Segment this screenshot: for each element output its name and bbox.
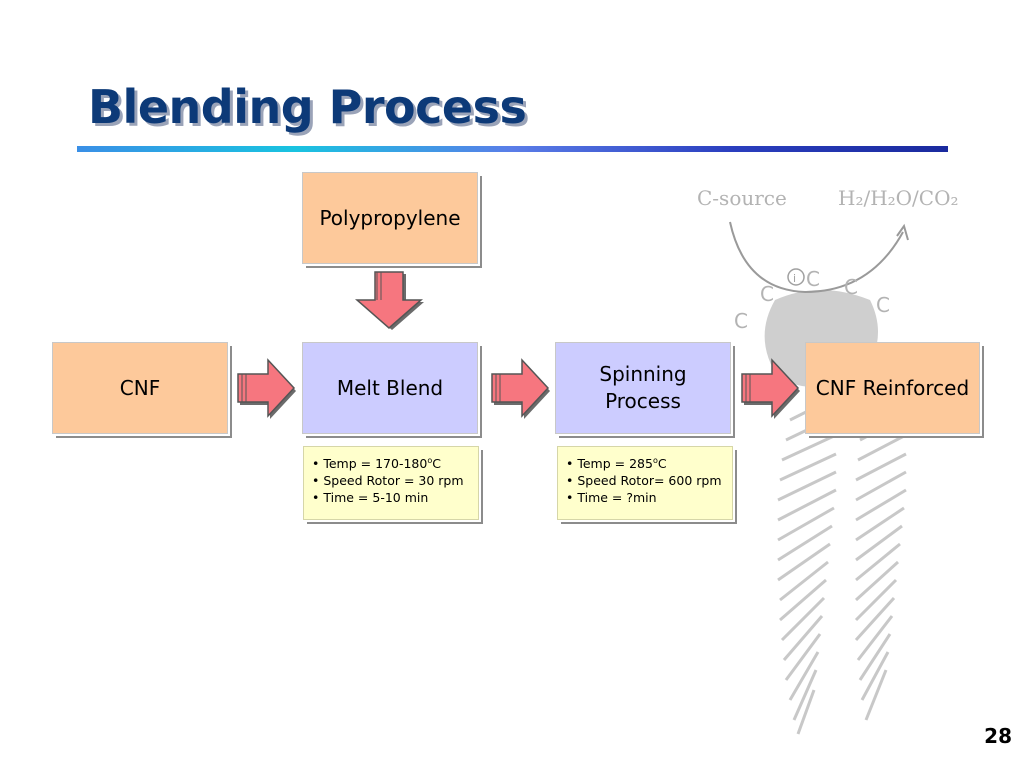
spinning-label-line1: Spinning (599, 362, 687, 386)
spinning-process-box: Spinning Process (555, 342, 731, 434)
param-item: • Speed Rotor = 30 rpm (312, 473, 464, 489)
right-arrow-icon (741, 358, 800, 419)
down-arrow-icon (355, 271, 424, 330)
carbon-atom-label: C (844, 275, 858, 299)
slide-title: Blending Process (88, 80, 527, 134)
param-item: • Time = 5-10 min (312, 490, 429, 506)
right-arrow-icon (237, 358, 296, 419)
carbon-atom-label: C (734, 309, 748, 333)
fiber-right (854, 398, 907, 721)
cnf-reinforced-label: CNF Reinforced (815, 375, 970, 400)
surface-site-marker (787, 268, 805, 286)
title-underline (77, 146, 948, 152)
cnf-label: CNF (119, 375, 161, 400)
c-source-label: C-source (697, 186, 787, 210)
carbon-atom-label: C (760, 282, 774, 306)
melt-blend-label: Melt Blend (336, 375, 444, 400)
param-item: • Temp = 170-180oC (312, 456, 441, 472)
carbon-atom-label: C (806, 267, 820, 291)
page-number: 28 (984, 724, 1012, 748)
param-item: • Temp = 285oC (566, 456, 667, 472)
fiber-left (777, 398, 837, 735)
reaction-arrow-head (896, 223, 909, 241)
reaction-arc (729, 221, 904, 294)
param-item: • Time = ?min (566, 490, 657, 506)
surface-site-label: i (793, 272, 796, 285)
spinning-label-line2: Process (605, 389, 681, 413)
right-arrow-icon (491, 358, 550, 419)
spinning-params: • Temp = 285oC • Speed Rotor= 600 rpm • … (557, 446, 733, 520)
polypropylene-box: Polypropylene (302, 172, 478, 264)
melt-blend-box: Melt Blend (302, 342, 478, 434)
products-label: H₂/H₂O/CO₂ (838, 186, 959, 210)
param-item: • Speed Rotor= 600 rpm (566, 473, 722, 489)
carbon-atom-label: C (876, 293, 890, 317)
polypropylene-label: Polypropylene (319, 205, 461, 230)
cnf-box: CNF (52, 342, 228, 434)
melt-blend-params: • Temp = 170-180oC • Speed Rotor = 30 rp… (303, 446, 479, 520)
cnf-reinforced-box: CNF Reinforced (805, 342, 980, 434)
